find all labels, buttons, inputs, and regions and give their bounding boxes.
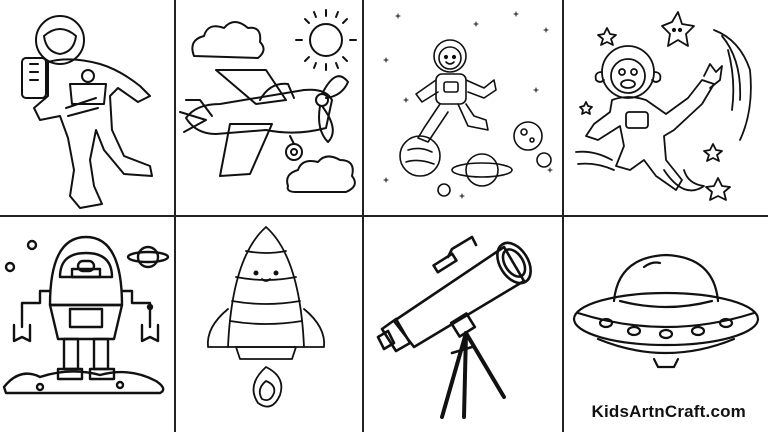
tile-ufo[interactable]	[564, 217, 768, 432]
astronaut-icon	[0, 0, 174, 215]
tile-kid-astronaut[interactable]	[364, 0, 562, 215]
tile-rocket[interactable]	[176, 217, 362, 432]
airplane-icon	[176, 0, 362, 215]
tile-airplane[interactable]	[176, 0, 362, 215]
kid-astronaut-icon	[364, 0, 562, 215]
tile-monkey-astronaut[interactable]	[564, 0, 768, 215]
tile-telescope[interactable]	[364, 217, 562, 432]
telescope-icon	[364, 217, 562, 432]
ufo-icon	[564, 217, 768, 432]
grid-divider	[0, 215, 768, 217]
rocket-icon	[176, 217, 362, 432]
robot-icon	[0, 217, 174, 432]
monkey-astronaut-icon	[564, 0, 768, 215]
tile-astronaut[interactable]	[0, 0, 174, 215]
brand-watermark: KidsArtnCraft.com	[591, 402, 746, 421]
tile-robot[interactable]	[0, 217, 174, 432]
